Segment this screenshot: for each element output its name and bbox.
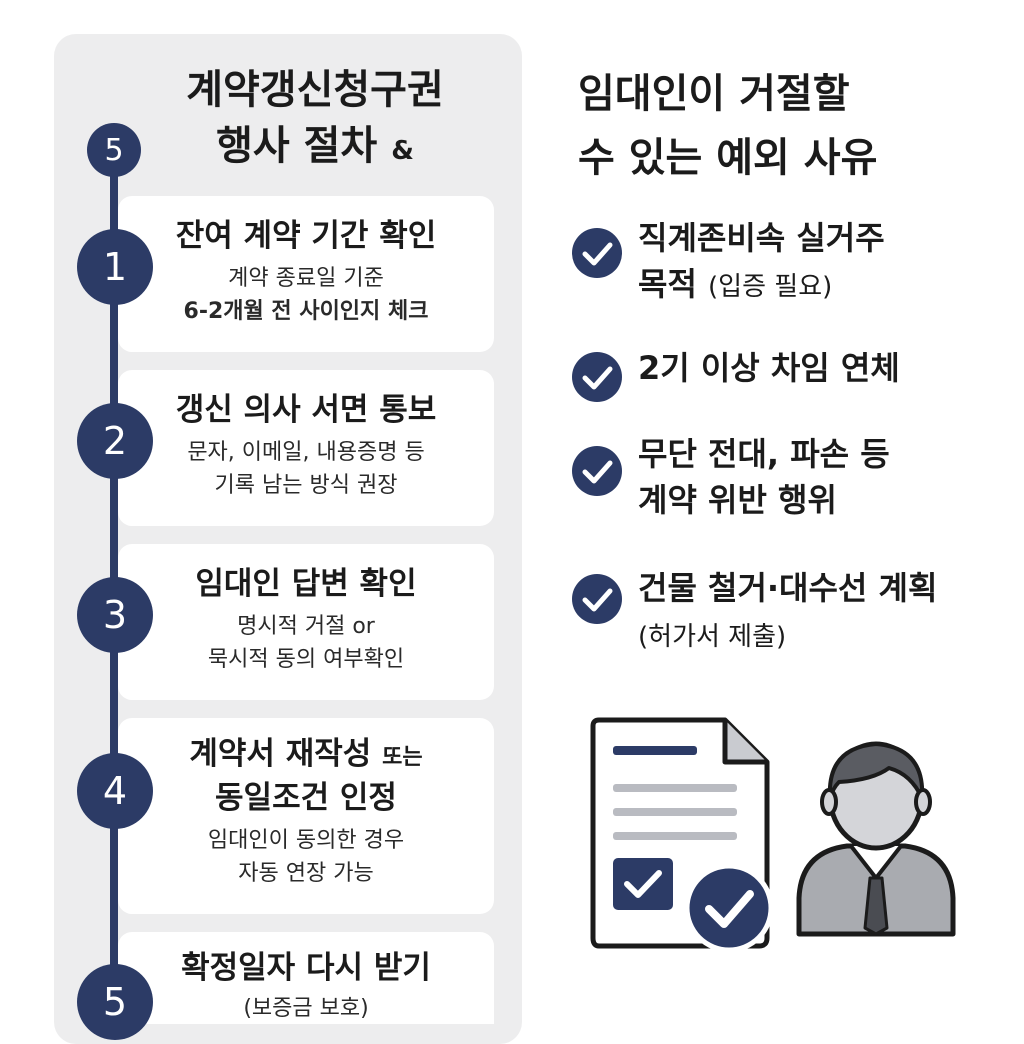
exception-2-line1: 2기 이상 차임 연체 xyxy=(638,349,900,387)
exceptions-title: 임대인이 거절할 수 있는 예외 사유 xyxy=(578,62,998,190)
step-1-desc-2: 6-2개월 전 사이인지 체크 xyxy=(183,299,429,324)
step-1-title: 잔여 계약 기간 확인 xyxy=(175,218,437,254)
check-circle-icon xyxy=(572,446,622,496)
document-icon xyxy=(585,716,775,953)
exception-4-note: (허가서 제출) xyxy=(638,612,786,659)
step-card-3: 임대인 답변 확인 명시적 거절 or 묵시적 동의 여부확인 xyxy=(118,544,494,700)
step-3-badge: 3 xyxy=(77,577,153,653)
step-4-title-2: 동일조건 인정 xyxy=(215,780,397,816)
exception-3-line2: 계약 위반 행위 xyxy=(638,481,837,519)
step-3-desc-2: 묵시적 동의 여부확인 xyxy=(207,647,405,672)
step-3-desc-1: 명시적 거절 or xyxy=(237,614,375,639)
step-4-badge: 4 xyxy=(77,753,153,829)
step-4-desc-1: 임대인이 동의한 경우 xyxy=(207,828,405,853)
header-step-badge: 5 xyxy=(87,123,141,177)
step-5-title: 확정일자 다시 받기 xyxy=(181,950,431,986)
step-card-5: 확정일자 다시 받기 (보증금 보호) xyxy=(118,932,494,1024)
exception-1-line2-text: 목적 xyxy=(638,265,697,303)
exception-1-line1: 직계존비속 실거주 xyxy=(638,219,885,257)
step-5-badge: 5 xyxy=(77,964,153,1040)
step-4-desc-2: 자동 연장 가능 xyxy=(238,861,374,886)
step-4-title-small: 또는 xyxy=(382,745,423,770)
procedure-title-amp: & xyxy=(391,136,414,166)
check-circle-icon xyxy=(572,574,622,624)
exception-4-note-text: (허가서 제출) xyxy=(638,622,787,652)
exception-item-3: 무단 전대, 파손 등 계약 위반 행위 xyxy=(572,432,1002,532)
step-2-title: 갱신 의사 서면 통보 xyxy=(175,392,437,428)
exception-item-1: 직계존비속 실거주 목적 (입증 필요) xyxy=(572,216,1002,316)
exceptions-title-line1: 임대인이 거절할 xyxy=(578,71,850,117)
procedure-title-line2: 행사 절차 & xyxy=(140,118,490,179)
check-circle-icon xyxy=(572,228,622,278)
exceptions-title-line2: 수 있는 예외 사유 xyxy=(578,135,878,181)
step-3-title: 임대인 답변 확인 xyxy=(195,566,417,602)
step-card-2: 갱신 의사 서면 통보 문자, 이메일, 내용증명 등 기록 남는 방식 권장 xyxy=(118,370,494,526)
step-1-desc-1: 계약 종료일 기준 xyxy=(228,266,384,291)
procedure-title: 계약갱신청구권 행사 절차 & xyxy=(140,62,490,179)
step-4-title-line1: 계약서 재작성 또는 xyxy=(118,734,494,778)
step-2-badge: 2 xyxy=(77,403,153,479)
procedure-title-text: 행사 절차 xyxy=(216,123,378,169)
step-1-badge: 1 xyxy=(77,229,153,305)
step-card-1: 잔여 계약 기간 확인 계약 종료일 기준 6-2개월 전 사이인지 체크 xyxy=(118,196,494,352)
step-card-4: 계약서 재작성 또는 동일조건 인정 임대인이 동의한 경우 자동 연장 가능 xyxy=(118,718,494,914)
exception-item-4: 건물 철거·대수선 계획 (허가서 제출) xyxy=(572,566,1002,656)
exception-item-2: 2기 이상 차임 연체 xyxy=(572,346,1002,406)
procedure-title-line1: 계약갱신청구권 xyxy=(186,67,444,113)
exception-1-note: (입증 필요) xyxy=(708,272,833,302)
person-avatar-icon xyxy=(793,728,959,940)
step-4-title-1: 계약서 재작성 xyxy=(189,736,372,772)
check-circle-icon xyxy=(572,352,622,402)
step-2-desc-1: 문자, 이메일, 내용증명 등 xyxy=(187,440,425,465)
exception-3-line1: 무단 전대, 파손 등 xyxy=(638,435,890,473)
step-2-desc-2: 기록 남는 방식 권장 xyxy=(214,473,398,498)
exception-1-line2: 목적 (입증 필요) xyxy=(638,262,832,309)
exception-4-line1: 건물 철거·대수선 계획 xyxy=(638,569,938,607)
step-5-desc-1: (보증금 보호) xyxy=(243,996,369,1021)
